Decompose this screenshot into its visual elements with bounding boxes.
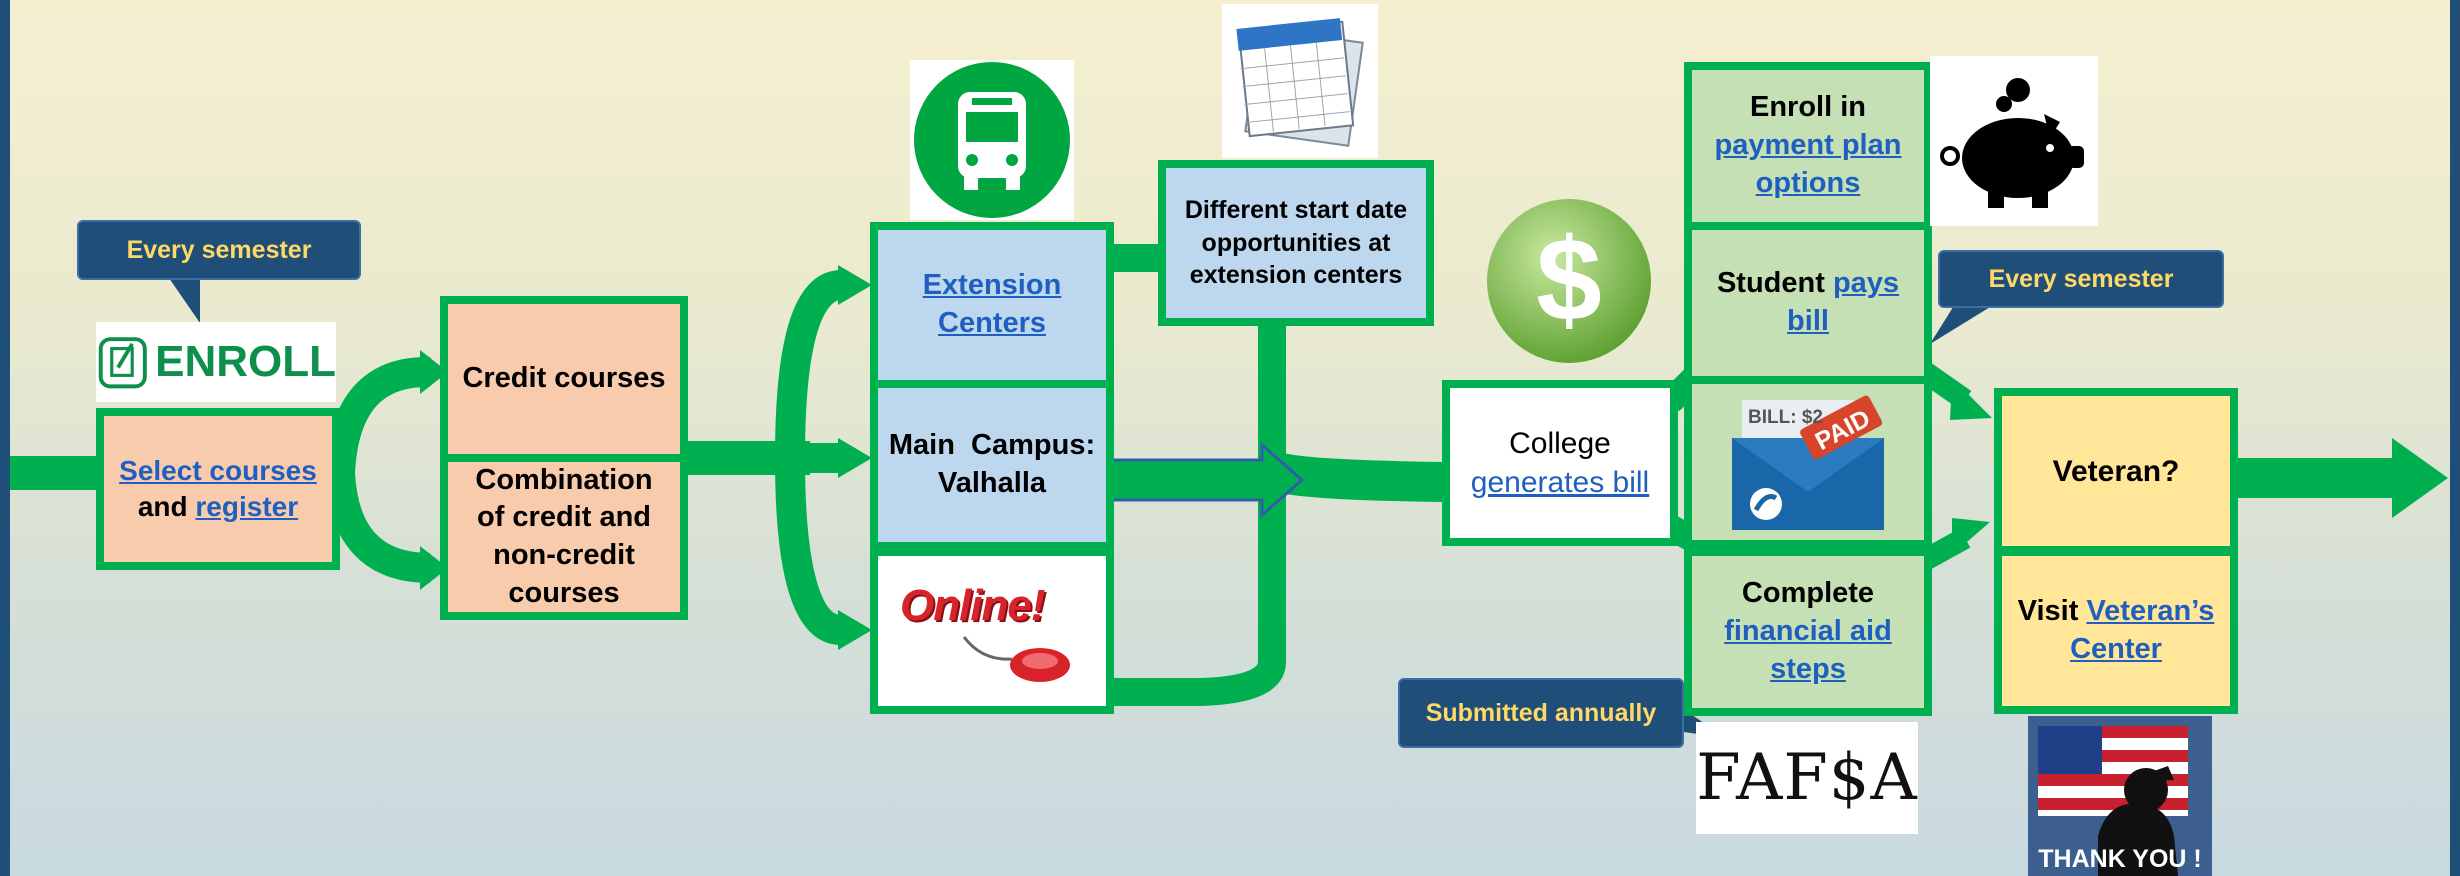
extension-centers-link[interactable]: Extension Centers	[922, 269, 1062, 339]
online-mouse-icon	[962, 636, 1070, 682]
main-campus-text: Main Campus: Valhalla	[888, 429, 1104, 499]
main-to-bill-arrow	[1110, 441, 1305, 519]
callout-text: Submitted annually	[1398, 678, 1684, 748]
arrow-to-extension	[775, 270, 843, 459]
complete-text: Complete	[1741, 577, 1875, 610]
svg-text:$: $	[1536, 214, 1602, 346]
online-box: Online!	[870, 548, 1114, 714]
paid-bill-icon	[1732, 395, 1884, 530]
start-dates-box: Different start date opportunities at ex…	[1158, 160, 1434, 326]
payment-plan-link[interactable]: payment plan options	[1714, 129, 1902, 199]
start-dates-text: Different start date opportunities at ex…	[1184, 196, 1408, 290]
student-pays-box: Student pays bill	[1684, 222, 1932, 384]
paid-bill-image: BILL: $2 PAID	[1728, 392, 1888, 532]
arrow-to-combination	[325, 471, 431, 583]
student-text: Student	[1716, 267, 1825, 300]
calendar-image	[1222, 4, 1378, 158]
veteran-question-box: Veteran?	[1994, 388, 2238, 554]
bus-icon	[914, 62, 1070, 218]
enroll-in-text: Enroll in	[1750, 91, 1866, 124]
salute-flag-icon	[2038, 726, 2188, 876]
thank-you-image: THANK YOU !	[2028, 716, 2212, 876]
callout-text: Every semester	[1938, 250, 2224, 308]
veterans-center-link[interactable]: Veteran’s Center	[2070, 595, 2215, 665]
credit-courses-text: Credit courses	[462, 362, 666, 395]
select-register-box: Select courses and register	[96, 408, 340, 570]
online-image: Online!	[892, 571, 1092, 691]
enroll-logo-text: ENROLL	[155, 337, 336, 386]
thank-you-text: THANK YOU !	[2038, 845, 2202, 873]
college-text: College	[1509, 427, 1611, 460]
and-text: and	[137, 491, 188, 522]
calendar-icon	[1236, 18, 1364, 147]
combination-box: Combination of credit and non-credit cou…	[440, 454, 688, 620]
college-bill-box: College generates bill	[1442, 380, 1678, 546]
paid-bill-box: BILL: $2 PAID	[1684, 376, 1932, 548]
callout-text: Every semester	[77, 220, 361, 280]
register-link[interactable]: register	[195, 491, 299, 522]
enroll-logo: ENROLL	[96, 322, 336, 402]
piggy-bank-image	[1930, 56, 2098, 226]
main-campus-box: Main Campus: Valhalla	[870, 380, 1114, 550]
arrow-to-credit	[325, 356, 431, 474]
fafsa-logo: FAF$A	[1696, 722, 1918, 834]
fafsa-text: FAF$A	[1696, 741, 1918, 815]
dollar-coin-icon: $	[1487, 199, 1651, 363]
dollar-coin-image: $	[1484, 196, 1654, 366]
piggy-bank-icon	[1940, 78, 2084, 208]
select-courses-link[interactable]: Select courses	[119, 454, 317, 486]
exit-arrowhead	[2392, 438, 2448, 518]
enroll-icon	[98, 337, 147, 389]
financial-aid-box: Complete financial aid steps	[1684, 548, 1932, 716]
bus-image	[910, 60, 1074, 220]
online-merge-line	[1110, 320, 1286, 706]
financial-aid-link[interactable]: financial aid steps	[1724, 615, 1892, 685]
payment-plan-box: Enroll in payment plan options	[1684, 62, 1932, 230]
visit-text: Visit	[2017, 595, 2079, 628]
credit-courses-box: Credit courses	[440, 296, 688, 462]
online-logo-text: Online!	[900, 581, 1046, 630]
pays-bill-link[interactable]: pays bill	[1787, 267, 1900, 337]
arrow-to-online	[775, 457, 843, 645]
bill-amount-text: BILL: $2	[1748, 407, 1823, 428]
veteran-question-text: Veteran?	[2052, 454, 2180, 488]
veteran-center-box: Visit Veteran’s Center	[1994, 548, 2238, 714]
extension-centers-box: Extension Centers	[870, 222, 1114, 388]
generates-bill-link[interactable]: generates bill	[1470, 466, 1650, 499]
combination-text: Combination of credit and non-credit cou…	[475, 463, 653, 609]
